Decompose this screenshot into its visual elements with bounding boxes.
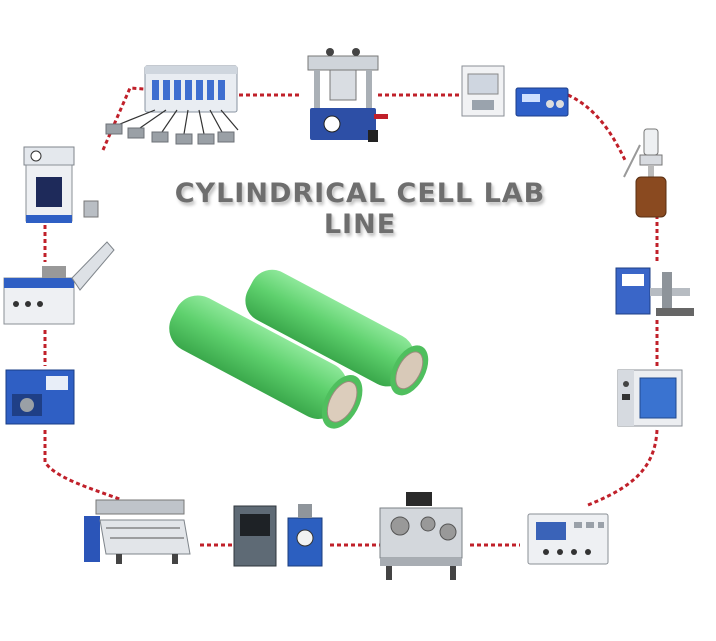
diagram-title: CYLINDRICAL CELL LAB LINE xyxy=(174,178,546,240)
spot-welding-machine-icon xyxy=(233,504,323,567)
ultrasonic-tab-welder-icon xyxy=(615,267,694,316)
rolling-press-machine-icon xyxy=(5,369,75,425)
multi-channel-battery-tester-icon xyxy=(105,65,239,145)
electrolyte-filling-machine-icon xyxy=(461,65,569,117)
cylindrical-cells-image xyxy=(169,269,429,429)
electrode-slitting-machine-icon xyxy=(84,499,191,564)
internal-resistance-tester-icon xyxy=(527,513,609,565)
cell-crimping-sealing-machine-icon xyxy=(307,48,388,142)
electrolyte-dispenser-bottle-icon xyxy=(623,128,667,218)
vacuum-drying-oven-icon xyxy=(617,369,683,427)
film-coating-machine-icon xyxy=(3,241,115,325)
cylindrical-winding-machine-icon xyxy=(379,492,463,580)
slurry-mixer-icon xyxy=(23,146,99,223)
